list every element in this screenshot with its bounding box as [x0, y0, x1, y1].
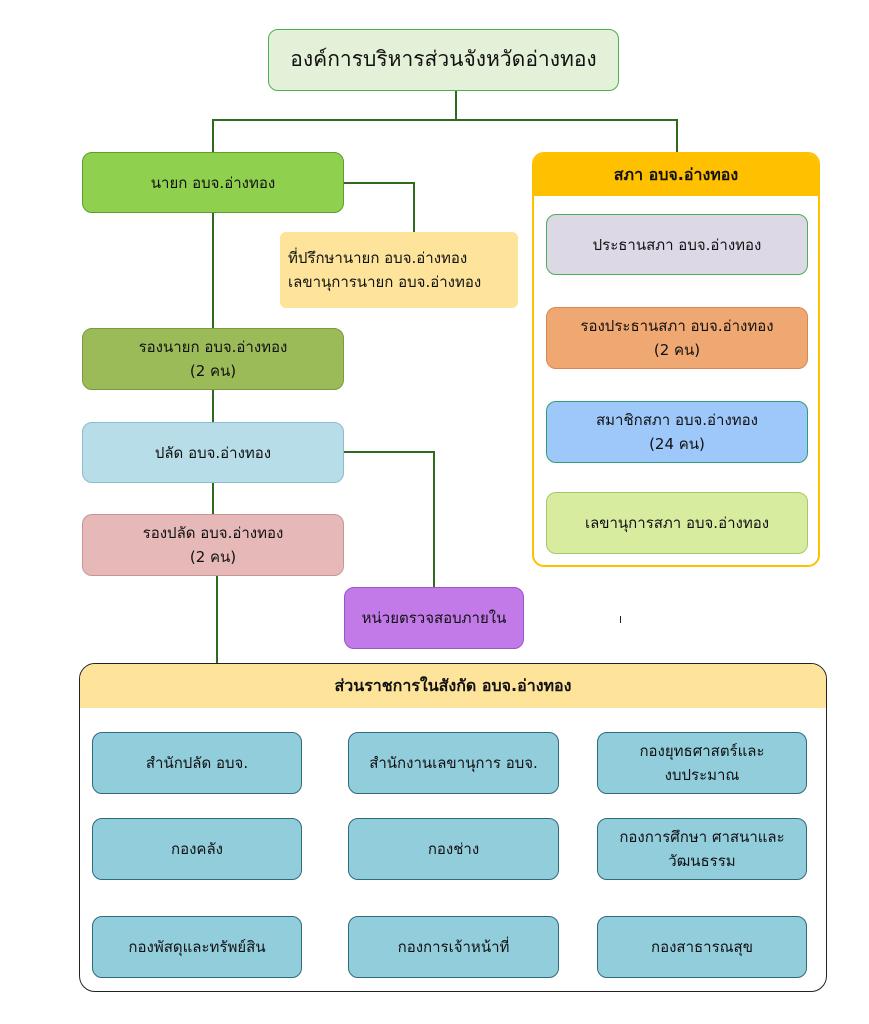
org-title: องค์การบริหารส่วนจังหวัดอ่างทอง [290, 47, 597, 72]
connector-to-council [676, 119, 678, 153]
deputy-mayor-box: รองนายก อบจ.อ่างทอง (2 คน) [82, 328, 344, 390]
chief-box: ปลัด อบจ.อ่างทอง [82, 422, 344, 483]
council-vice-box: รองประธานสภา อบจ.อ่างทอง (2 คน) [546, 307, 808, 369]
connector-chief-audit-v [433, 451, 435, 588]
deputy-chief-box: รองปลัด อบจ.อ่างทอง (2 คน) [82, 514, 344, 576]
division-line1: สำนักงานเลขานุการ อบจ. [369, 754, 538, 772]
advisor-line2: เลขานุการนายก อบจ.อ่างทอง [288, 273, 482, 291]
division-line2: วัฒนธรรม [668, 852, 736, 870]
deputy-mayor-line2: (2 คน) [189, 362, 237, 380]
mayor-label: นายก อบจ.อ่างทอง [150, 173, 276, 192]
division-line1: กองการเจ้าหน้าที่ [397, 938, 510, 956]
division-line1: กองคลัง [171, 840, 223, 858]
council-secretary-box: เลขานุการสภา อบจ.อ่างทอง [546, 492, 808, 554]
connector-exec-spine-3 [212, 483, 214, 515]
council-secretary-label: เลขานุการสภา อบจ.อ่างทอง [584, 514, 770, 532]
divisions-header-label: ส่วนราชการในสังกัด อบจ.อ่างทอง [334, 675, 572, 695]
council-members-line1: สมาชิกสภา อบจ.อ่างทอง [595, 411, 759, 429]
council-vice-line2: (2 คน) [653, 341, 701, 359]
chief-label: ปลัด อบจ.อ่างทอง [154, 443, 272, 462]
mayor-box: นายก อบจ.อ่างทอง [82, 152, 344, 213]
connector-exec-spine-2 [212, 389, 214, 423]
connector-chief-audit-h [344, 451, 435, 453]
council-members-line2: (24 คน) [649, 435, 705, 453]
division-item: กองยุทธศาสตร์และ งบประมาณ [597, 732, 807, 794]
division-line2: งบประมาณ [664, 766, 740, 784]
division-item: กองช่าง [348, 818, 559, 880]
audit-label: หน่วยตรวจสอบภายใน [361, 609, 507, 627]
division-item: กองการเจ้าหน้าที่ [348, 916, 559, 978]
audit-box: หน่วยตรวจสอบภายใน [344, 587, 524, 649]
connector-title-down [455, 90, 457, 121]
division-item: กองพัสดุและทรัพย์สิน [92, 916, 302, 978]
connector-top-horizontal [212, 119, 678, 121]
connector-to-mayor [212, 119, 214, 153]
deputy-mayor-line1: รองนายก อบจ.อ่างทอง [138, 338, 288, 356]
advisor-box: ที่ปรึกษานายก อบจ.อ่างทอง เลขานุการนายก … [280, 232, 518, 308]
council-president-label: ประธานสภา อบจ.อ่างทอง [592, 235, 762, 254]
deputy-chief-line1: รองปลัด อบจ.อ่างทอง [142, 524, 284, 542]
deputy-chief-line2: (2 คน) [189, 548, 237, 566]
division-line1: กองสาธารณสุข [651, 938, 753, 956]
council-vice-line1: รองประธานสภา อบจ.อ่างทอง [580, 317, 774, 335]
connector-exec-spine-1 [212, 213, 214, 329]
division-item: กองการศึกษา ศาสนาและ วัฒนธรรม [597, 818, 807, 880]
division-line1: สำนักปลัด อบจ. [145, 754, 249, 772]
council-header: สภา อบจ.อ่างทอง [534, 154, 818, 196]
divisions-header: ส่วนราชการในสังกัด อบจ.อ่างทอง [80, 664, 826, 708]
council-members-box: สมาชิกสภา อบจ.อ่างทอง (24 คน) [546, 401, 808, 463]
connector-mayor-advisor-v [413, 182, 415, 232]
division-line1: กองช่าง [427, 840, 480, 858]
division-line1: กองการศึกษา ศาสนาและ [619, 828, 785, 846]
division-line1: กองยุทธศาสตร์และ [639, 742, 765, 760]
division-item: กองคลัง [92, 818, 302, 880]
council-header-label: สภา อบจ.อ่างทอง [613, 164, 739, 184]
division-item: สำนักงานเลขานุการ อบจ. [348, 732, 559, 794]
division-line1: กองพัสดุและทรัพย์สิน [128, 938, 266, 956]
connector-to-divisions [216, 575, 218, 664]
division-item: สำนักปลัด อบจ. [92, 732, 302, 794]
stray-mark [620, 616, 621, 623]
advisor-line1: ที่ปรึกษานายก อบจ.อ่างทอง [288, 249, 468, 267]
division-item: กองสาธารณสุข [597, 916, 807, 978]
connector-mayor-advisor-h [344, 182, 415, 184]
council-president-box: ประธานสภา อบจ.อ่างทอง [546, 214, 808, 275]
org-title-box: องค์การบริหารส่วนจังหวัดอ่างทอง [268, 29, 619, 91]
